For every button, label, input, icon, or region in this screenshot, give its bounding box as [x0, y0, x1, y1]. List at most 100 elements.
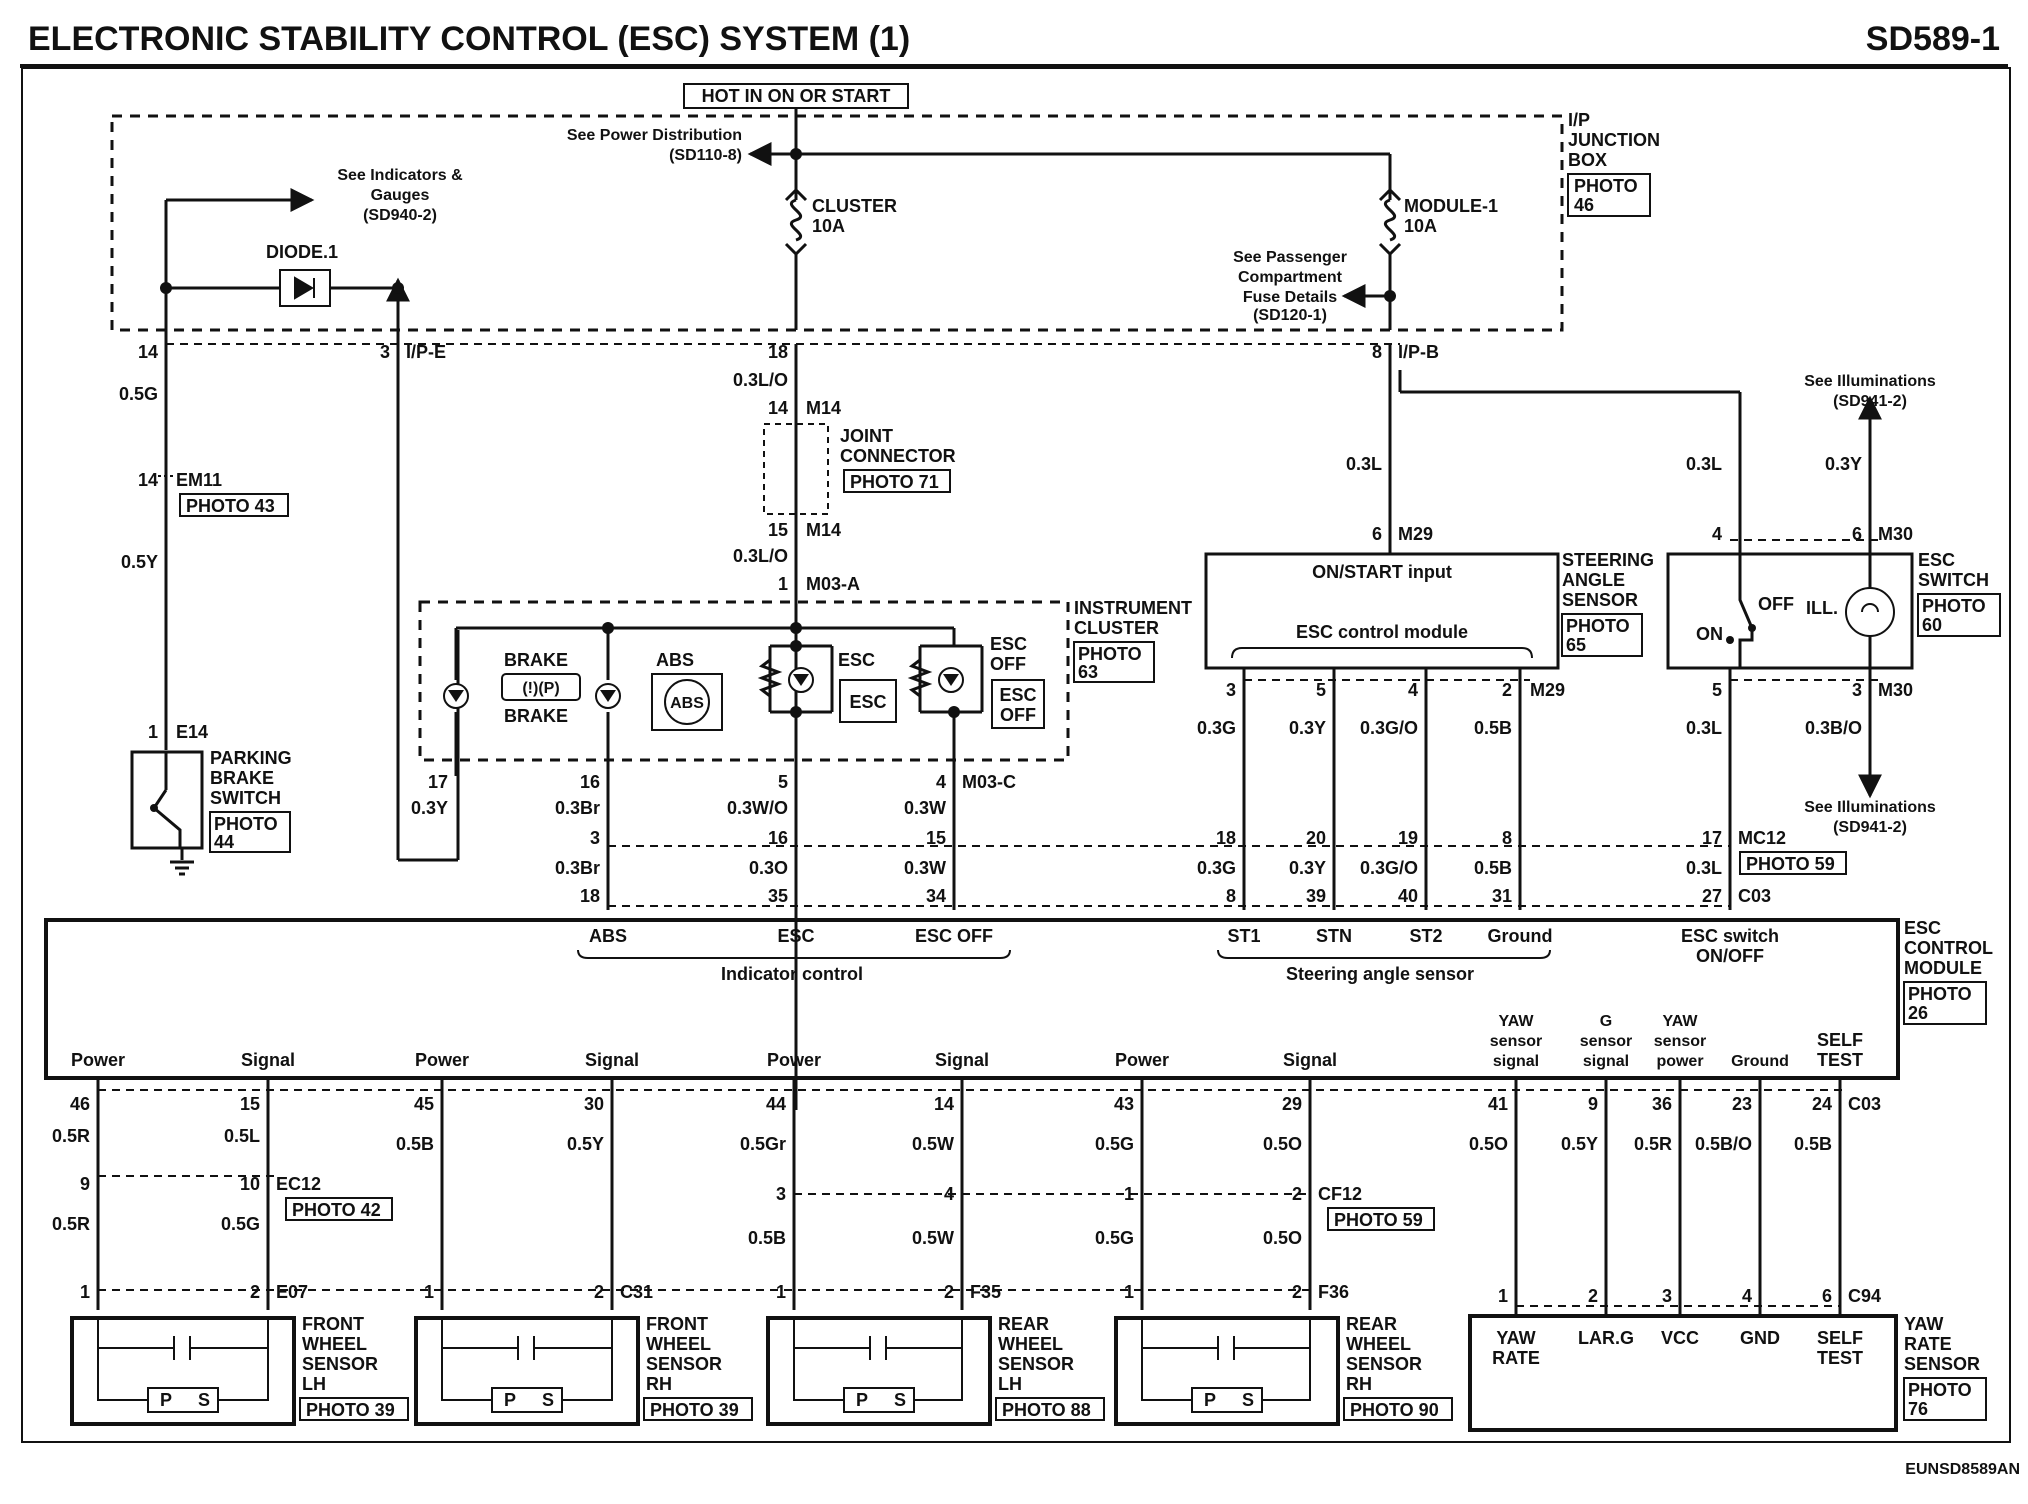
- svg-text:26: 26: [1908, 1003, 1928, 1023]
- parking-brake-switch: PARKING BRAKE SWITCH PHOTO 44: [130, 748, 292, 876]
- svg-text:60: 60: [1922, 615, 1942, 635]
- svg-text:15: 15: [240, 1094, 260, 1114]
- svg-text:VCC: VCC: [1661, 1328, 1699, 1348]
- svg-text:SWITCH: SWITCH: [1918, 570, 1989, 590]
- svg-text:ESC: ESC: [777, 926, 814, 946]
- svg-text:24: 24: [1812, 1094, 1832, 1114]
- joint-connector: JOINT CONNECTOR PHOTO 71 0.3L/O 14 M14 1…: [733, 370, 956, 594]
- svg-text:41: 41: [1488, 1094, 1508, 1114]
- svg-text:ON/START input: ON/START input: [1312, 562, 1452, 582]
- steering-angle-sensor: ON/START input ESC control module STEERI…: [1204, 550, 1654, 670]
- svg-text:63: 63: [1078, 662, 1098, 682]
- svg-text:sensor: sensor: [1490, 1033, 1542, 1050]
- svg-text:F35: F35: [970, 1282, 1001, 1302]
- svg-text:3: 3: [380, 342, 390, 362]
- svg-text:65: 65: [1566, 635, 1586, 655]
- svg-text:0.3L/O: 0.3L/O: [733, 370, 788, 390]
- svg-text:signal: signal: [1493, 1053, 1539, 1070]
- svg-text:PHOTO 39: PHOTO 39: [306, 1400, 395, 1420]
- svg-text:20: 20: [1306, 828, 1326, 848]
- svg-text:18: 18: [1216, 828, 1236, 848]
- svg-text:SELF: SELF: [1817, 1030, 1863, 1050]
- svg-text:0.5G: 0.5G: [1095, 1228, 1134, 1248]
- rear-wheel-sensor-rh: P S REAR WHEEL SENSOR RH PHOTO 90: [1114, 1314, 1453, 1426]
- svg-text:sensor: sensor: [1580, 1033, 1632, 1050]
- svg-text:0.3W: 0.3W: [904, 798, 946, 818]
- svg-text:PHOTO: PHOTO: [1566, 616, 1630, 636]
- svg-text:INSTRUMENT: INSTRUMENT: [1074, 598, 1192, 618]
- svg-text:ESC OFF: ESC OFF: [915, 926, 993, 946]
- svg-text:17: 17: [428, 772, 448, 792]
- svg-text:0.3Y: 0.3Y: [1289, 718, 1326, 738]
- yaw-rate-sensor: YAW RATE LAR.G VCC GND SELF TEST YAW RAT…: [1468, 1314, 1987, 1432]
- svg-text:SENSOR: SENSOR: [998, 1354, 1074, 1374]
- svg-text:PHOTO 71: PHOTO 71: [850, 472, 939, 492]
- fuse-cluster: CLUSTER 10A: [784, 185, 897, 257]
- svg-text:39: 39: [1306, 886, 1326, 906]
- svg-text:9: 9: [1588, 1094, 1598, 1114]
- svg-text:PHOTO: PHOTO: [214, 814, 278, 834]
- svg-text:2: 2: [1292, 1282, 1302, 1302]
- svg-text:17: 17: [1702, 828, 1722, 848]
- svg-text:ESC: ESC: [838, 650, 875, 670]
- diode-1: DIODE.1: [266, 242, 338, 307]
- svg-text:0.3W/O: 0.3W/O: [727, 798, 788, 818]
- photo-joint: [843, 469, 951, 493]
- svg-text:0.5R: 0.5R: [52, 1214, 90, 1234]
- svg-text:31: 31: [1492, 886, 1512, 906]
- svg-text:HOT IN ON OR START: HOT IN ON OR START: [702, 86, 891, 106]
- svg-text:6: 6: [1852, 524, 1862, 544]
- svg-text:Power: Power: [767, 1050, 821, 1070]
- svg-text:STEERING: STEERING: [1562, 550, 1654, 570]
- svg-text:0.5W: 0.5W: [912, 1228, 954, 1248]
- svg-text:C31: C31: [620, 1282, 653, 1302]
- svg-text:DIODE.1: DIODE.1: [266, 242, 338, 262]
- svg-text:JOINT: JOINT: [840, 426, 893, 446]
- svg-text:0.5W: 0.5W: [912, 1134, 954, 1154]
- svg-text:43: 43: [1114, 1094, 1134, 1114]
- svg-text:C03: C03: [1848, 1094, 1881, 1114]
- svg-text:5: 5: [1316, 680, 1326, 700]
- svg-text:Compartment: Compartment: [1238, 269, 1343, 286]
- svg-text:SENSOR: SENSOR: [1562, 590, 1638, 610]
- svg-text:Power: Power: [415, 1050, 469, 1070]
- svg-text:0.3Y: 0.3Y: [411, 798, 448, 818]
- svg-text:3: 3: [1852, 680, 1862, 700]
- svg-text:0.5G: 0.5G: [119, 384, 158, 404]
- svg-text:44: 44: [766, 1094, 786, 1114]
- photo-ec12: [285, 1197, 393, 1221]
- svg-text:8: 8: [1502, 828, 1512, 848]
- svg-text:4: 4: [1712, 524, 1722, 544]
- svg-text:BRAKE: BRAKE: [504, 650, 568, 670]
- svg-text:9: 9: [80, 1174, 90, 1194]
- svg-text:0.3B/O: 0.3B/O: [1805, 718, 1862, 738]
- svg-text:2: 2: [1588, 1286, 1598, 1306]
- svg-text:C94: C94: [1848, 1286, 1881, 1306]
- svg-text:0.3Y: 0.3Y: [1289, 858, 1326, 878]
- svg-text:CONNECTOR: CONNECTOR: [840, 446, 956, 466]
- svg-text:0.5Y: 0.5Y: [121, 552, 158, 572]
- svg-text:0.5Y: 0.5Y: [1561, 1134, 1598, 1154]
- svg-text:(SD940-2): (SD940-2): [363, 207, 437, 224]
- photo-mc12: [1739, 851, 1847, 875]
- page-title: ELECTRONIC STABILITY CONTROL (ESC) SYSTE…: [28, 20, 910, 58]
- svg-text:0.5B: 0.5B: [396, 1134, 434, 1154]
- svg-text:0.3Y: 0.3Y: [1825, 454, 1862, 474]
- svg-text:Ground: Ground: [1488, 926, 1553, 946]
- svg-text:S: S: [542, 1390, 554, 1410]
- svg-text:I/P-E: I/P-E: [406, 342, 446, 362]
- svg-text:0.3G: 0.3G: [1197, 858, 1236, 878]
- svg-text:44: 44: [214, 832, 234, 852]
- svg-text:TEST: TEST: [1817, 1348, 1863, 1368]
- svg-text:GND: GND: [1740, 1328, 1780, 1348]
- svg-text:S: S: [198, 1390, 210, 1410]
- esc-switch: ESC SWITCH PHOTO 60 OFF ON ILL.: [1666, 550, 2001, 670]
- svg-text:SELF: SELF: [1817, 1328, 1863, 1348]
- svg-text:0.5O: 0.5O: [1263, 1134, 1302, 1154]
- svg-text:power: power: [1656, 1053, 1703, 1070]
- svg-text:4: 4: [1742, 1286, 1752, 1306]
- svg-text:35: 35: [768, 886, 788, 906]
- svg-text:Ground: Ground: [1731, 1053, 1789, 1070]
- steering-labels: 0.3L 6 M29 3 5 4 2 M29 0.3G 0.3Y 0.3G/O …: [1197, 454, 1565, 906]
- instrument-cluster: INSTRUMENT CLUSTER PHOTO 63: [418, 598, 1192, 776]
